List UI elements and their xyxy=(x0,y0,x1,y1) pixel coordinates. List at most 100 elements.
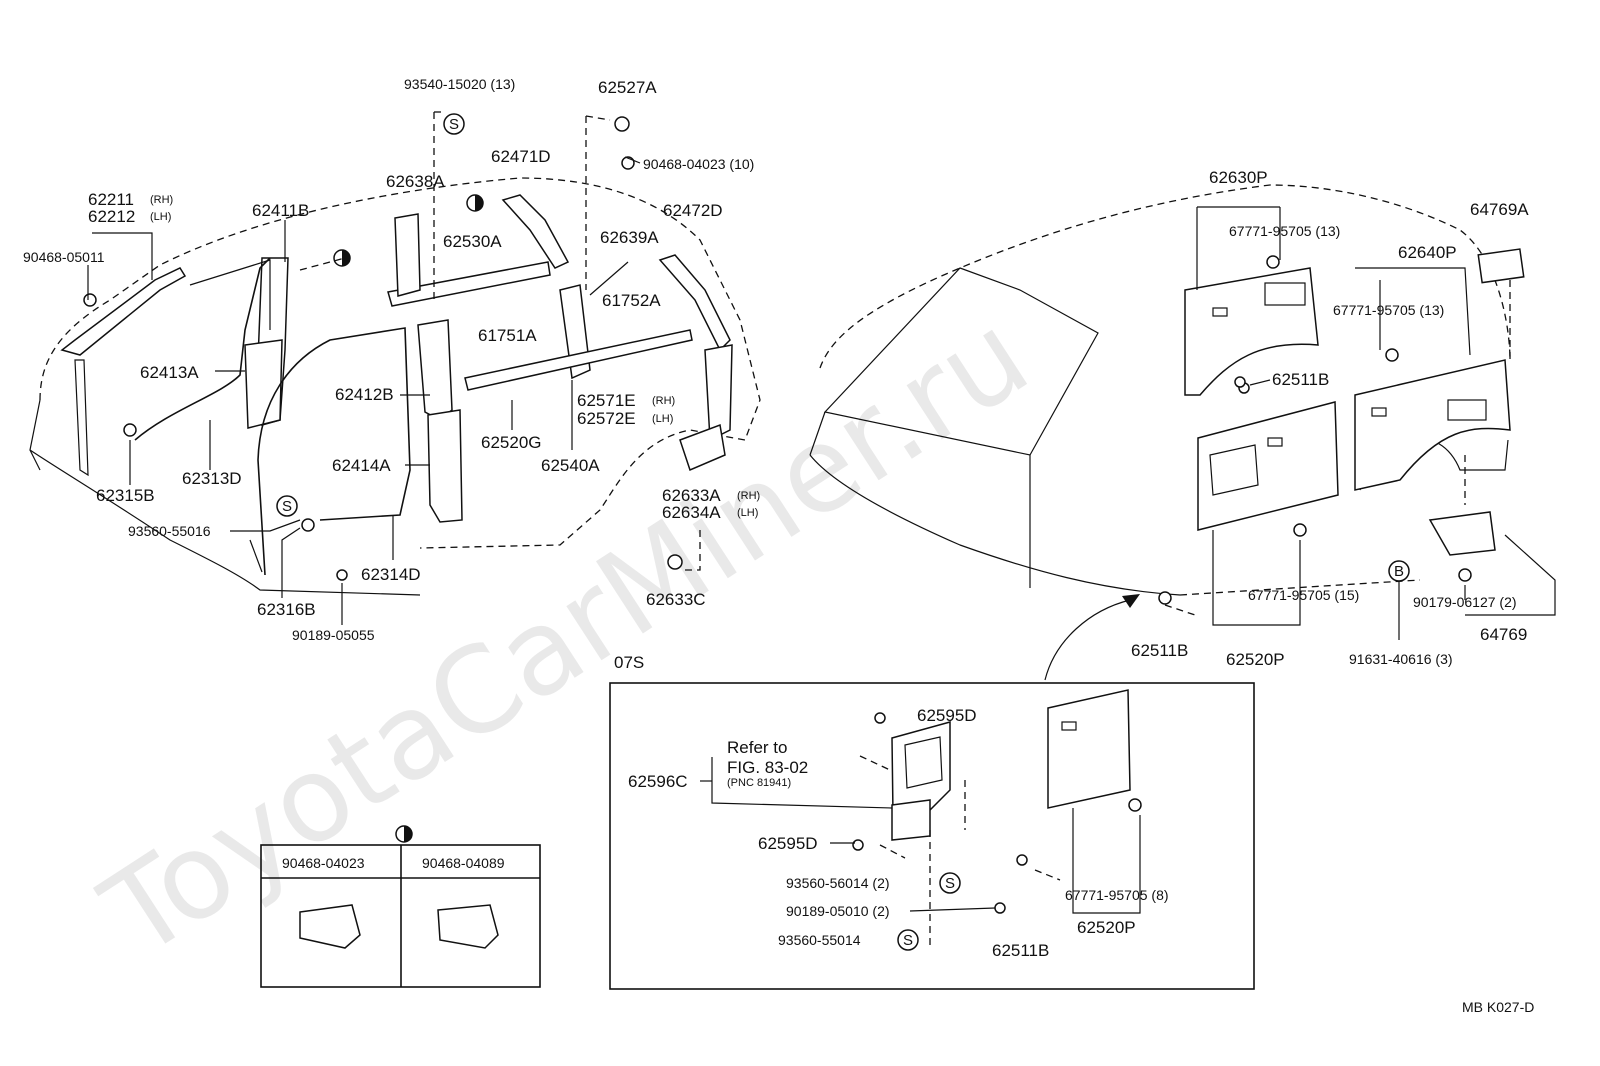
part-62520P-inset-panel xyxy=(1016,689,1142,866)
label-62596C: 62596C xyxy=(628,772,688,791)
s-symbol: S xyxy=(939,872,961,894)
inset-title: 07S xyxy=(614,653,644,672)
label-61752A: 61752A xyxy=(602,291,661,310)
label-93560-56014: 93560-56014 (2) xyxy=(786,875,890,891)
half-circle-symbols xyxy=(333,194,484,843)
label-93560-55016: 93560-55016 xyxy=(128,523,211,539)
part-62640P-panel xyxy=(1354,348,1511,491)
label-rh: (RH) xyxy=(150,194,173,206)
label-62520G: 62520G xyxy=(481,433,542,452)
label-93540-15020: 93540-15020 (13) xyxy=(404,76,515,92)
label-rh: (RH) xyxy=(737,490,760,502)
labels: 93540-15020 (13) 62527A 90468-04023 (10)… xyxy=(23,76,1534,1015)
label-62540A: 62540A xyxy=(541,456,600,475)
part-62571E-trim xyxy=(704,344,733,442)
label-90468-05011: 90468-05011 xyxy=(23,249,105,265)
label-90468-04023: 90468-04023 (10) xyxy=(643,156,754,172)
label-62411B: 62411B xyxy=(252,201,309,220)
label-lh: (LH) xyxy=(150,211,171,223)
left-fasteners xyxy=(83,116,683,581)
label-62511B: 62511B xyxy=(1272,370,1329,389)
label-62572E: 62572E xyxy=(577,409,636,428)
label-lh: (LH) xyxy=(737,507,758,519)
label-90189-05055: 90189-05055 xyxy=(292,627,375,643)
label-64769A: 64769A xyxy=(1470,200,1529,219)
part-62313D-weatherstrip xyxy=(134,257,271,441)
inset-leader-lines xyxy=(700,755,1141,950)
label-62520P: 62520P xyxy=(1226,650,1285,669)
label-62211: 62211 xyxy=(88,190,134,209)
label-64769: 64769 xyxy=(1480,625,1527,644)
label-62638A: 62638A xyxy=(386,172,445,191)
part-62412B-center-pillar xyxy=(417,319,463,523)
label-67771-95705: 67771-95705 (13) xyxy=(1333,302,1444,318)
label-62527A: 62527A xyxy=(598,78,657,97)
label-90179-06127: 90179-06127 (2) xyxy=(1413,594,1517,610)
label-62316B: 62316B xyxy=(257,600,316,619)
label-67771-95705: 67771-95705 (8) xyxy=(1065,887,1169,903)
label-62313D: 62313D xyxy=(182,469,242,488)
inset-arrow xyxy=(1044,599,1131,681)
label-62633A: 62633A xyxy=(662,486,721,505)
right-leader-lines xyxy=(1164,206,1556,640)
label-62412B: 62412B xyxy=(335,385,394,404)
svg-text:S: S xyxy=(282,498,292,515)
label-61751A: 61751A xyxy=(478,326,537,345)
diagram-code: MB K027-D xyxy=(1462,999,1534,1015)
label-62595D: 62595D xyxy=(758,834,818,853)
part-61752A-rail xyxy=(464,329,693,391)
label-62630P: 62630P xyxy=(1209,168,1268,187)
label-62595D: 62595D xyxy=(917,706,977,725)
s-symbol: S xyxy=(897,929,919,951)
label-62530A: 62530A xyxy=(443,232,502,251)
label-91631-40616: 91631-40616 (3) xyxy=(1349,651,1453,667)
arrow-head-icon xyxy=(1122,594,1140,608)
label-62315B: 62315B xyxy=(96,486,155,505)
label-62640P: 62640P xyxy=(1398,243,1457,262)
part-62471D xyxy=(501,194,570,269)
svg-text:S: S xyxy=(449,116,459,133)
part-62530A-rail xyxy=(387,213,551,307)
left-leader-lines xyxy=(87,111,701,625)
s-symbol: S xyxy=(443,113,465,135)
svg-text:B: B xyxy=(1394,563,1404,580)
legend-header: 90468-04023 xyxy=(282,855,365,871)
label-62472D: 62472D xyxy=(663,201,723,220)
part-62314D-weatherstrip xyxy=(257,327,411,576)
b-symbol: B xyxy=(1388,560,1410,582)
label-62471D: 62471D xyxy=(491,147,551,166)
label-62520P: 62520P xyxy=(1077,918,1136,937)
part-62411B-pillar xyxy=(189,257,289,429)
part-62596C-panel xyxy=(852,712,1006,914)
label-lh: (LH) xyxy=(652,413,673,425)
legend-header: 90468-04089 xyxy=(422,855,505,871)
fastener xyxy=(1158,591,1172,605)
part-64769A xyxy=(1477,248,1525,284)
fastener xyxy=(1458,568,1472,582)
label-fig-83-02: FIG. 83-02 xyxy=(727,758,808,777)
inset-box xyxy=(609,682,1255,990)
part-62633A xyxy=(679,423,726,472)
label-90189-05010: 90189-05010 (2) xyxy=(786,903,890,919)
svg-text:S: S xyxy=(945,875,955,892)
label-62633C: 62633C xyxy=(646,590,706,609)
label-62634A: 62634A xyxy=(662,503,721,522)
label-62212: 62212 xyxy=(88,207,135,226)
label-62511B: 62511B xyxy=(1131,641,1188,660)
legend-table xyxy=(260,844,541,988)
label-62571E: 62571E xyxy=(577,391,636,410)
left-car-body-outline xyxy=(29,177,761,596)
part-62211-garnish xyxy=(60,267,187,477)
fastener xyxy=(1234,376,1246,388)
part-62520P-panel xyxy=(1197,401,1339,537)
svg-text:S: S xyxy=(903,932,913,949)
s-symbol: S xyxy=(276,495,298,517)
label-62639A: 62639A xyxy=(600,228,659,247)
label-pnc: (PNC 81941) xyxy=(727,777,791,789)
label-62414A: 62414A xyxy=(332,456,391,475)
label-rh: (RH) xyxy=(652,395,675,407)
label-67771-95705: 67771-95705 (15) xyxy=(1248,587,1359,603)
label-62511B: 62511B xyxy=(992,941,1049,960)
